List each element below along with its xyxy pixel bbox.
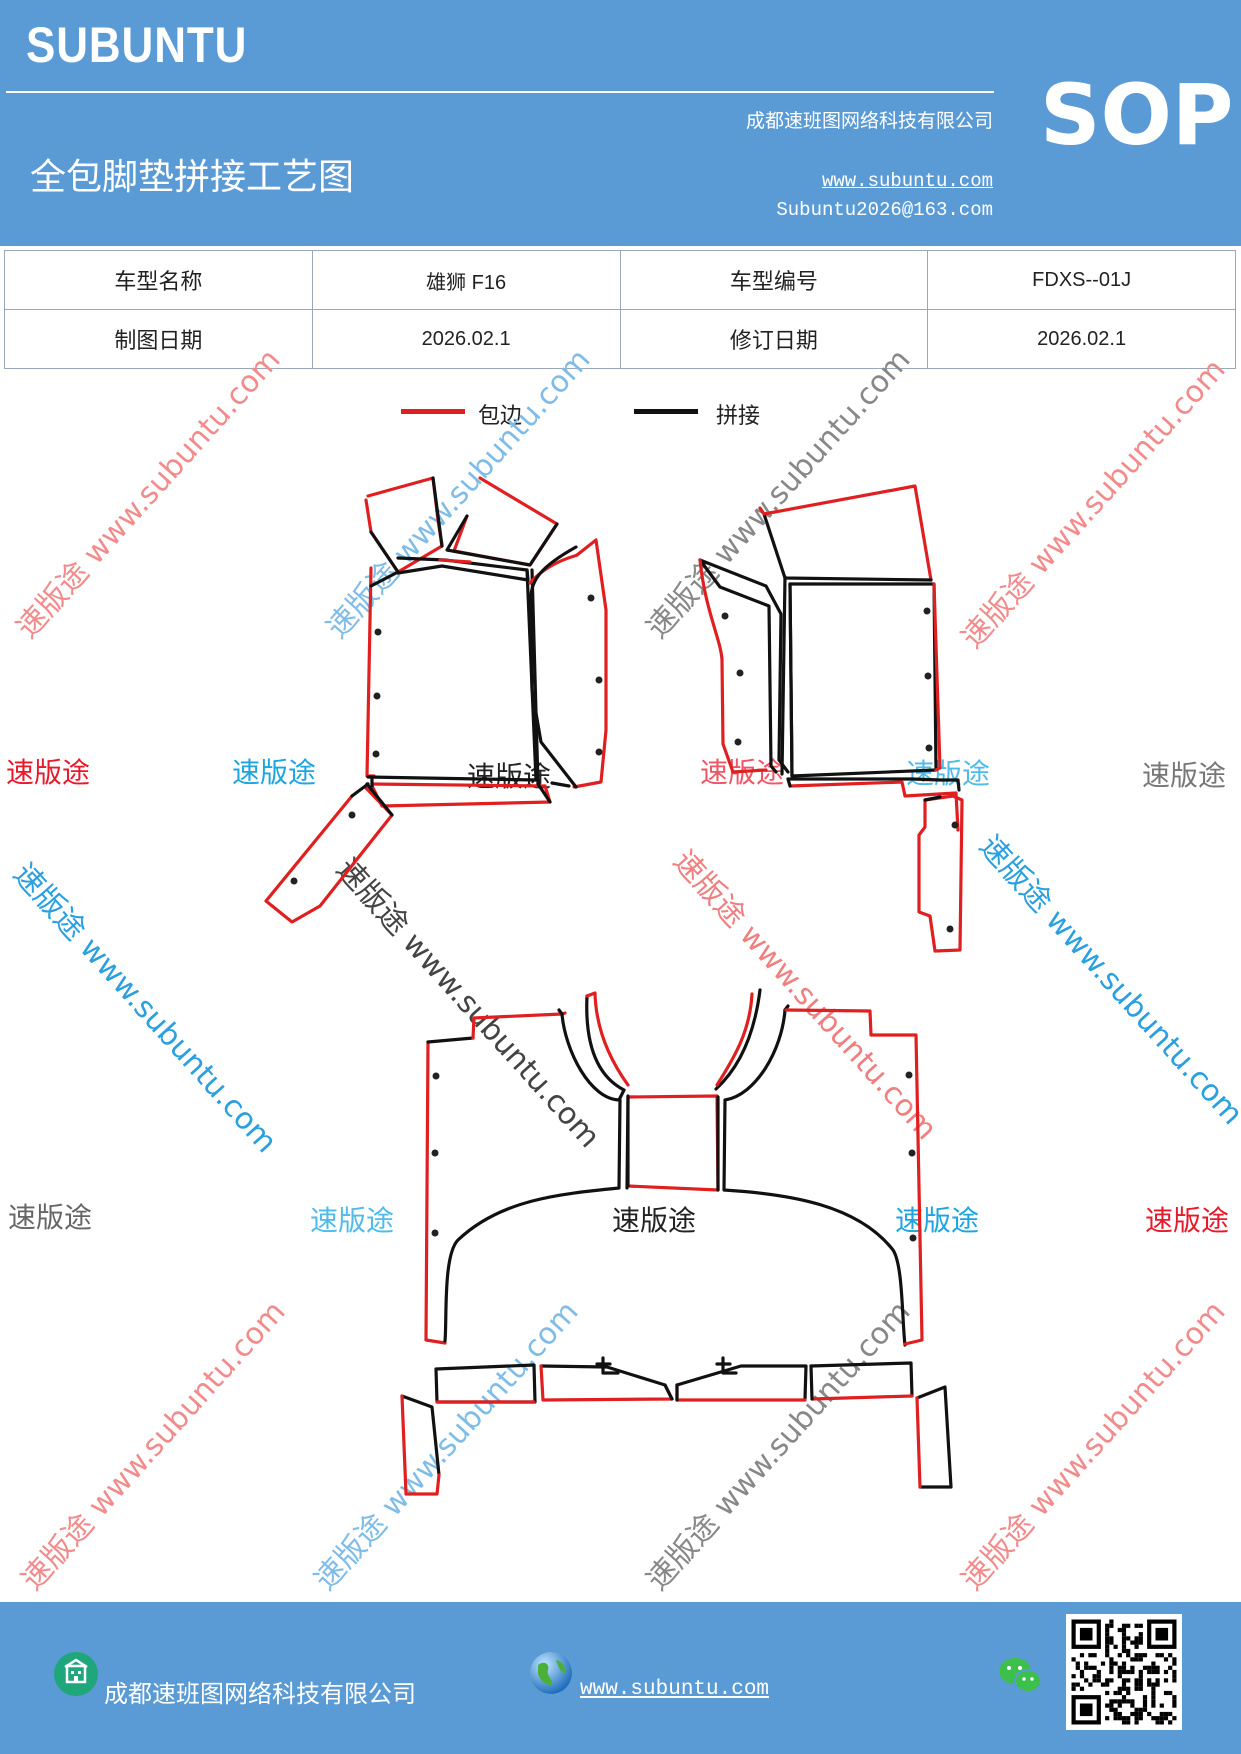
sop-label: SOP: [1040, 66, 1234, 164]
watermark-diagonal: 速版途 www.subuntu.com: [640, 1294, 918, 1597]
clip-dot: [595, 748, 603, 756]
footer-company: 成都速班图网络科技有限公司: [104, 1680, 416, 1708]
revise-date-label: 修订日期: [619, 309, 929, 369]
legend-edge-swatch: [401, 409, 465, 414]
clip-dot: [925, 744, 933, 752]
header-divider: [6, 91, 994, 93]
watermark-diagonal: 速版途 www.subuntu.com: [6, 857, 284, 1160]
clip-dot: [905, 1071, 913, 1079]
brand-logo: SUBUNTU: [26, 17, 248, 73]
clip-dot: [734, 738, 742, 746]
clip-dot: [951, 821, 959, 829]
diagonal-watermarks: 速版途 www.subuntu.com 速版途 www.subuntu.com …: [6, 342, 1241, 1597]
flat-watermarks: 速版途 速版途 速版途 速版途 速版途 速版途 速版途 速版途 速版途 速版途 …: [6, 756, 1229, 1237]
watermark-brand: 速版途: [6, 756, 90, 789]
clip-dot: [923, 607, 931, 615]
watermark-brand: 速版途: [8, 1201, 92, 1234]
watermark-diagonal: 速版途 www.subuntu.com: [666, 844, 944, 1147]
model-code-value: FDXS--01J: [927, 250, 1236, 310]
draw-date-value: 2026.02.1: [311, 309, 621, 369]
wechat-icon: [996, 1654, 1044, 1696]
clip-dot: [946, 925, 954, 933]
clip-dot: [374, 628, 382, 636]
table-row: 车型名称 雄狮 F16 车型编号 FDXS--01J: [4, 250, 1236, 310]
clip-dot: [432, 1072, 440, 1080]
watermark-diagonal: 速版途 www.subuntu.com: [10, 342, 288, 645]
clip-dot: [431, 1229, 439, 1237]
draw-date-label: 制图日期: [4, 309, 313, 369]
watermark-diagonal: 速版途 www.subuntu.com: [320, 342, 598, 645]
clip-dot: [587, 594, 595, 602]
legend-join-swatch: [634, 409, 698, 414]
header: SUBUNTU 成都速班图网络科技有限公司 全包脚垫拼接工艺图 www.subu…: [0, 0, 1241, 246]
clip-dot: [595, 676, 603, 684]
clip-dot: [924, 672, 932, 680]
watermark-diagonal: 速版途 www.subuntu.com: [15, 1294, 293, 1597]
watermark-diagonal: 速版途 www.subuntu.com: [329, 852, 607, 1155]
qr-code-icon: [1066, 1614, 1182, 1730]
revise-date-value: 2026.02.1: [927, 309, 1236, 369]
clip-dots: [290, 594, 959, 1242]
footer: 成都速班图网络科技有限公司 www.subuntu.com: [0, 1602, 1241, 1754]
clip-dot: [348, 811, 356, 819]
info-table: 车型名称 雄狮 F16 车型编号 FDXS--01J 制图日期 2026.02.…: [4, 250, 1236, 369]
watermark-diagonal: 速版途 www.subuntu.com: [955, 352, 1233, 655]
legend-join-label: 拼接: [716, 404, 761, 429]
clip-dot: [372, 750, 380, 758]
watermark-brand: 速版途: [232, 756, 316, 789]
clip-dot: [908, 1149, 916, 1157]
clip-dot: [909, 1234, 917, 1242]
mat-splice-drawing: 速版途 www.subuntu.com 速版途 www.subuntu.com …: [6, 342, 1241, 1597]
watermark-brand: 速版途: [612, 1204, 696, 1237]
mat-pieces: [264, 476, 964, 1496]
clip-dot: [431, 1149, 439, 1157]
watermark-brand: 速版途: [1142, 759, 1226, 792]
header-company: 成都速班图网络科技有限公司: [745, 110, 993, 132]
model-name-label: 车型名称: [4, 250, 313, 310]
clip-dot: [290, 877, 298, 885]
table-row: 制图日期 2026.02.1 修订日期 2026.02.1: [4, 309, 1236, 369]
watermark-brand: 速版途: [1145, 1204, 1229, 1237]
clip-dot: [736, 669, 744, 677]
page-title: 全包脚垫拼接工艺图: [30, 157, 355, 198]
footer-website-link[interactable]: www.subuntu.com: [580, 1678, 770, 1701]
header-email: Subuntu2026@163.com: [776, 199, 993, 221]
driver-mat: [264, 476, 608, 924]
watermark-brand: 速版途: [310, 1204, 394, 1237]
model-code-label: 车型编号: [619, 250, 929, 310]
building-icon: [54, 1652, 98, 1696]
watermark-diagonal: 速版途 www.subuntu.com: [308, 1294, 586, 1597]
watermark-brand: 速版途: [906, 757, 990, 790]
model-name-value: 雄狮 F16: [311, 250, 621, 310]
rear-mat: [400, 988, 953, 1496]
header-website-link[interactable]: www.subuntu.com: [821, 170, 993, 192]
globe-icon: [528, 1650, 574, 1696]
clip-dot: [721, 612, 729, 620]
clip-dot: [373, 692, 381, 700]
watermark-brand: 速版途: [895, 1204, 979, 1237]
watermark-diagonal: 速版途 www.subuntu.com: [972, 829, 1241, 1132]
watermark-diagonal: 速版途 www.subuntu.com: [955, 1294, 1233, 1597]
passenger-mat: [698, 484, 964, 953]
legend-edge-label: 包边: [478, 404, 523, 429]
